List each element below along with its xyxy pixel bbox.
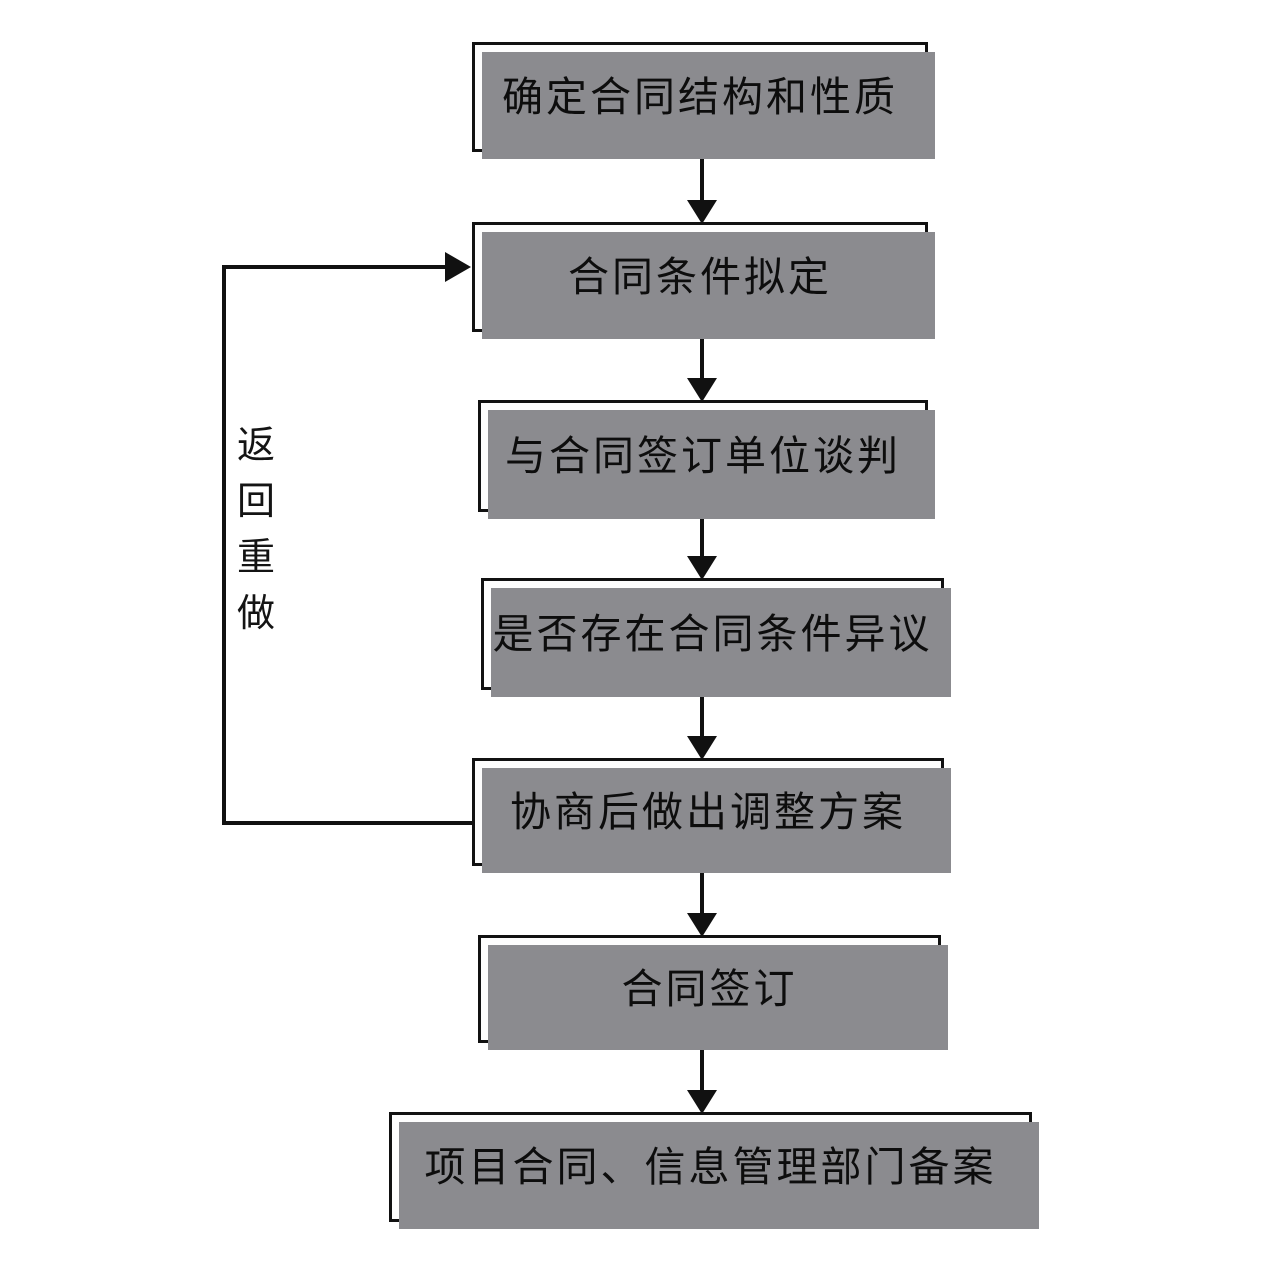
flow-node-label: 协商后做出调整方案	[510, 788, 906, 835]
flow-node-negotiate-with-counterparty[interactable]: 与合同签订单位谈判	[478, 400, 935, 519]
arrowhead-down-icon	[687, 556, 717, 580]
connector-line-n2-n3	[700, 512, 704, 558]
flow-node-check-objections[interactable]: 是否存在合同条件异议	[481, 578, 951, 697]
feedback-loop-top-segment	[222, 265, 450, 269]
connector-line-n1-n2	[700, 332, 704, 380]
feedback-loop-vertical-segment	[222, 267, 226, 825]
connector-line-n5-n6	[700, 1043, 704, 1092]
flow-node-label: 与合同签订单位谈判	[505, 432, 901, 479]
feedback-loop-label-char-2: 回	[236, 481, 275, 523]
flow-node-label: 项目合同、信息管理部门备案	[424, 1143, 997, 1190]
arrowhead-down-icon	[687, 200, 717, 224]
feedback-loop-label-char-3: 重	[236, 537, 275, 579]
arrowhead-right-icon	[445, 252, 471, 282]
flow-node-label: 合同条件拟定	[568, 253, 832, 300]
flow-node-determine-contract-structure[interactable]: 确定合同结构和性质	[472, 42, 935, 159]
flow-node-file-with-department[interactable]: 项目合同、信息管理部门备案	[389, 1112, 1039, 1229]
flow-node-label: 是否存在合同条件异议	[492, 610, 933, 657]
flow-node-adjustment-plan[interactable]: 协商后做出调整方案	[472, 758, 951, 873]
feedback-loop-label-char-1: 返	[236, 425, 275, 467]
connector-line-n3-n4	[700, 690, 704, 738]
arrowhead-down-icon	[687, 913, 717, 937]
flow-node-draft-contract-terms[interactable]: 合同条件拟定	[472, 222, 935, 339]
flow-node-label: 合同签订	[621, 965, 798, 1012]
flow-node-label: 确定合同结构和性质	[502, 73, 898, 120]
arrowhead-down-icon	[687, 736, 717, 760]
arrowhead-down-icon	[687, 378, 717, 402]
feedback-loop-label: 返 回 重 做	[232, 418, 280, 642]
connector-line-n0-n1	[700, 152, 704, 204]
feedback-loop-label-char-4: 做	[236, 593, 275, 635]
connector-line-n4-n5	[700, 866, 704, 915]
flow-node-sign-contract[interactable]: 合同签订	[478, 935, 948, 1050]
arrowhead-down-icon	[687, 1090, 717, 1114]
feedback-loop-bottom-segment	[222, 821, 474, 825]
